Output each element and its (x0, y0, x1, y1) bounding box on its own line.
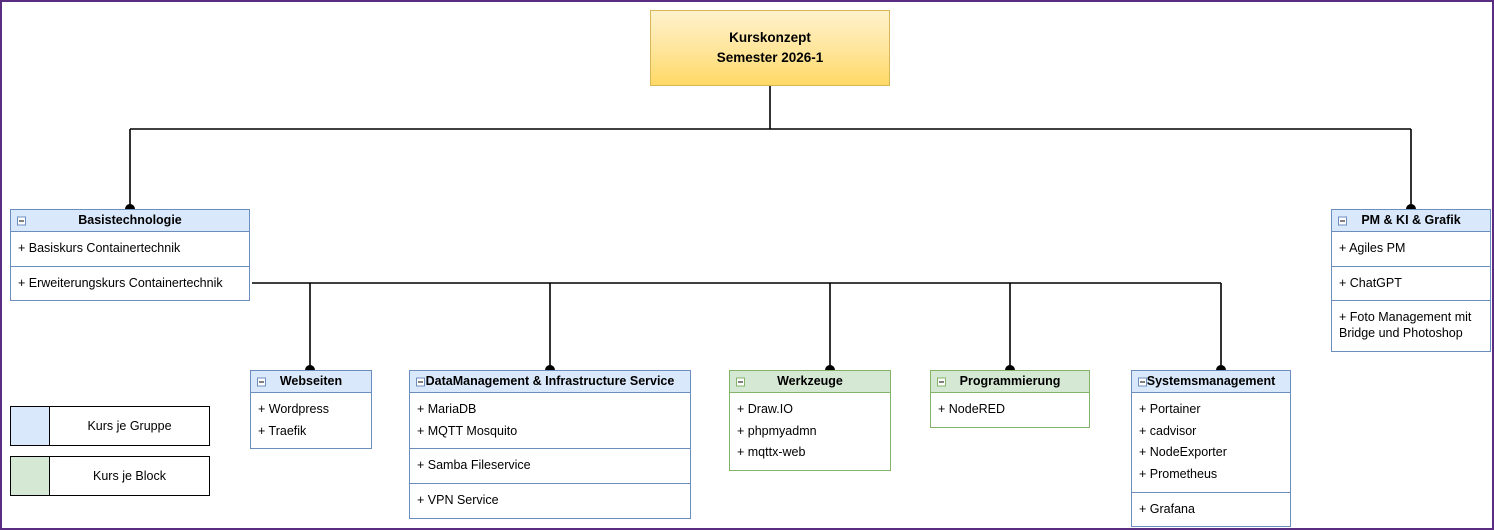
node-title: PM & KI & Grafik (1361, 212, 1461, 227)
node-compartment: + Grafana (1132, 491, 1290, 527)
root-node-kurskonzept[interactable]: Kurskonzept Semester 2026-1 (650, 10, 890, 86)
node-row[interactable]: + Prometheus (1139, 466, 1218, 481)
node-title: Werkzeuge (777, 373, 843, 388)
node-row[interactable]: + Grafana (1139, 501, 1195, 516)
node-header-programmierung[interactable]: Programmierung (931, 371, 1089, 393)
node-compartment: + Draw.IO + phpmyadmn + mqttx-web (730, 393, 890, 470)
root-title-line2: Semester 2026-1 (716, 50, 824, 65)
node-title: Webseiten (279, 373, 343, 388)
node-row[interactable]: + ChatGPT (1339, 275, 1402, 290)
legend-item-kurs-je-gruppe: Kurs je Gruppe (10, 406, 210, 446)
node-row[interactable]: + Basiskurs Containertechnik (18, 241, 181, 255)
node-compartment: + Agiles PM (1332, 232, 1490, 266)
node-header-webseiten[interactable]: Webseiten (251, 371, 371, 393)
node-row[interactable]: + MariaDB (417, 402, 477, 416)
legend-item-kurs-je-block: Kurs je Block (10, 456, 210, 496)
node-row[interactable]: + NodeExporter (1139, 445, 1227, 460)
node-programmierung[interactable]: Programmierung + NodeRED (930, 370, 1090, 428)
minus-square-icon[interactable] (1338, 216, 1347, 225)
node-row[interactable]: + mqttx-web (737, 445, 806, 460)
node-title: DataManagement & Infrastructure Service (425, 373, 675, 388)
node-compartment: + ChatGPT (1332, 265, 1490, 301)
node-compartment: + Wordpress + Traefik (251, 393, 371, 449)
node-row[interactable]: + Portainer (1139, 402, 1201, 416)
minus-square-icon[interactable] (416, 377, 425, 386)
edge-endpoint-dots (125, 204, 1416, 375)
node-systemsmanagement[interactable]: Systemsmanagement + Portainer + cadvisor… (1131, 370, 1291, 528)
node-compartment: + Portainer + cadvisor + NodeExporter + … (1132, 393, 1290, 492)
minus-square-icon[interactable] (1138, 377, 1147, 386)
node-werkzeuge[interactable]: Werkzeuge + Draw.IO + phpmyadmn + mqttx-… (729, 370, 891, 471)
node-datamanagement[interactable]: DataManagement & Infrastructure Service … (409, 370, 691, 519)
node-compartment: + Basiskurs Containertechnik (11, 232, 249, 266)
minus-square-icon[interactable] (257, 377, 266, 386)
node-compartment: + Samba Fileservice (410, 448, 690, 483)
node-compartment: + VPN Service (410, 482, 690, 518)
legend-swatch-green (10, 456, 50, 496)
node-row[interactable]: + phpmyadmn (737, 423, 817, 438)
node-header-datamanagement[interactable]: DataManagement & Infrastructure Service (410, 371, 690, 393)
node-header-systemsmanagement[interactable]: Systemsmanagement (1132, 371, 1290, 393)
node-row[interactable]: + MQTT Mosquito (417, 423, 518, 438)
node-basistechnologie[interactable]: Basistechnologie + Basiskurs Containerte… (10, 209, 250, 302)
minus-square-icon[interactable] (17, 216, 26, 225)
node-row[interactable]: + Foto Management mit Bridge und Photosh… (1339, 310, 1472, 340)
node-row[interactable]: + Samba Fileservice (417, 458, 531, 473)
node-header-basistechnologie[interactable]: Basistechnologie (11, 210, 249, 232)
node-webseiten[interactable]: Webseiten + Wordpress + Traefik (250, 370, 372, 450)
node-row[interactable]: + NodeRED (938, 402, 1006, 416)
legend-label: Kurs je Block (50, 456, 210, 496)
node-compartment: + Erweiterungskurs Containertechnik (11, 265, 249, 301)
legend-label: Kurs je Gruppe (50, 406, 210, 446)
node-row[interactable]: + VPN Service (417, 492, 499, 507)
minus-square-icon[interactable] (937, 377, 946, 386)
node-row[interactable]: + Erweiterungskurs Containertechnik (18, 275, 223, 290)
node-compartment: + Foto Management mit Bridge und Photosh… (1332, 300, 1490, 351)
minus-square-icon[interactable] (736, 377, 745, 386)
node-row[interactable]: + Agiles PM (1339, 241, 1406, 255)
node-row[interactable]: + Wordpress (258, 402, 329, 416)
node-title: Systemsmanagement (1146, 373, 1276, 388)
node-pm-ki-grafik[interactable]: PM & KI & Grafik + Agiles PM + ChatGPT +… (1331, 209, 1491, 352)
node-row[interactable]: + cadvisor (1139, 423, 1197, 438)
node-title: Basistechnologie (78, 212, 182, 227)
node-row[interactable]: + Draw.IO (737, 402, 793, 416)
node-header-pm-ki-grafik[interactable]: PM & KI & Grafik (1332, 210, 1490, 232)
legend: Kurs je Gruppe Kurs je Block (10, 406, 210, 506)
node-compartment: + MariaDB + MQTT Mosquito (410, 393, 690, 449)
node-compartment: + NodeRED (931, 393, 1089, 427)
node-row[interactable]: + Traefik (258, 423, 307, 438)
node-header-werkzeuge[interactable]: Werkzeuge (730, 371, 890, 393)
root-title-line1: Kurskonzept (729, 30, 811, 46)
legend-swatch-blue (10, 406, 50, 446)
node-title: Programmierung (959, 373, 1061, 388)
